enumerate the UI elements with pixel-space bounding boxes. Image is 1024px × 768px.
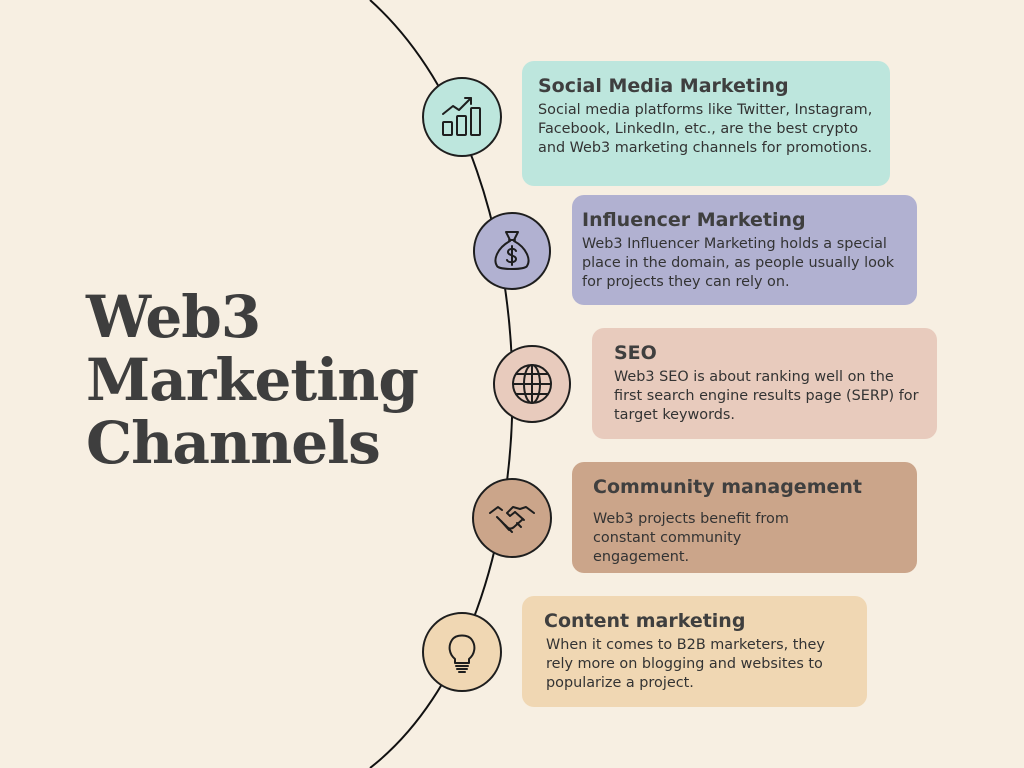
card-heading: Community management [593,476,862,498]
card-heading: Influencer Marketing [582,209,806,231]
card-community: Community management Web3 projects benef… [572,462,917,573]
card-heading: SEO [614,342,657,364]
card-text: Web3 Influencer Marketing holds a specia… [582,236,895,290]
title-line-3: Channels [86,409,381,477]
card-seo: SEO Web3 SEO is about ranking well on th… [592,328,937,439]
card-heading: Social Media Marketing [538,75,789,97]
title-line-1: Web3 [86,283,261,351]
node-content [422,612,502,692]
card-social-media: Social Media Marketing Social media plat… [522,61,890,186]
money-bag-icon [494,231,530,270]
node-seo [493,345,571,423]
card-text: Web3 projects benefit from constant comm… [593,511,789,565]
page-title: Web3 Marketing Channels [86,283,419,477]
title-line-2: Marketing [86,346,419,414]
growth-chart-icon [442,97,481,136]
lightbulb-icon [448,634,476,673]
handshake-icon [489,506,535,533]
node-community [472,478,552,558]
node-social-media [422,77,502,157]
card-influencer: Influencer Marketing Web3 Influencer Mar… [572,195,917,305]
card-text: Web3 SEO is about ranking well on the fi… [614,369,919,423]
card-text: Social media platforms like Twitter, Ins… [538,102,873,156]
card-heading: Content marketing [544,610,746,632]
globe-icon [512,364,552,404]
node-influencer [473,212,551,290]
card-text: When it comes to B2B marketers, they rel… [546,637,825,691]
card-content: Content marketing When it comes to B2B m… [522,596,867,707]
